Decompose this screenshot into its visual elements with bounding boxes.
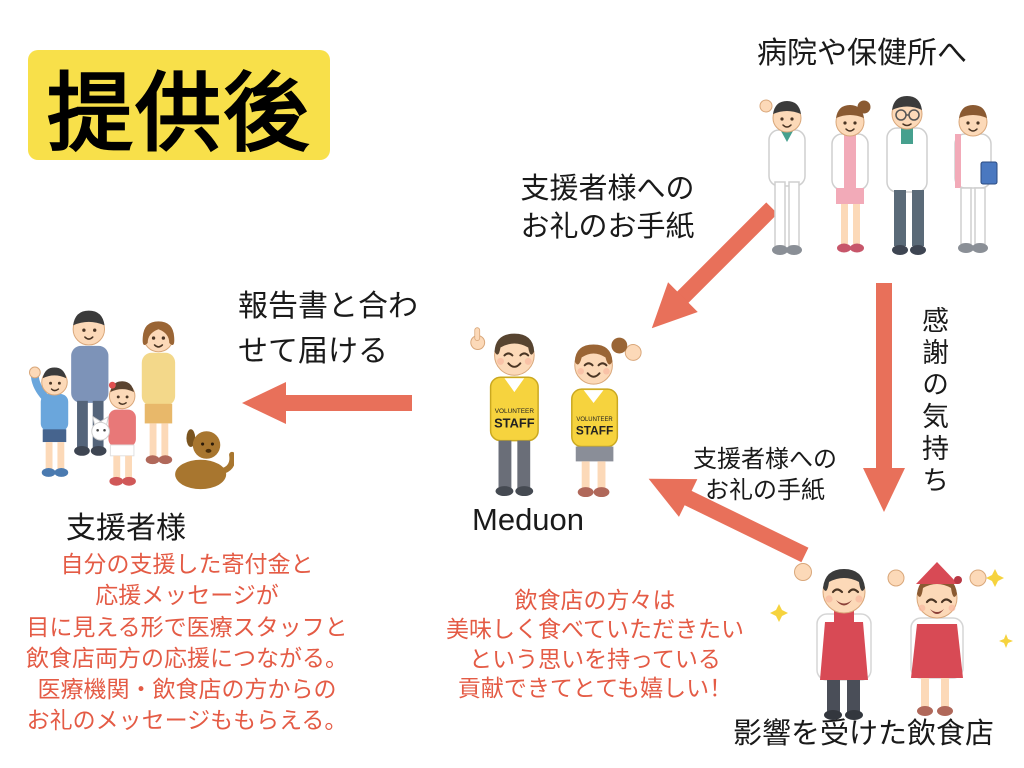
restaurant-staff-illustration [770,562,1013,720]
thanks-letter-right-label: 支援者様への お礼の手紙 [693,446,837,505]
vest-staff-text: STAFF [576,424,613,438]
gratitude-label: 感謝の気持ち [918,306,948,498]
nurse-with-book-figure [954,105,998,253]
vest-volunteer-text: VOLUNTEER [576,417,613,423]
arrow-hospital-to-meduon [636,192,787,343]
cat-figure [91,415,110,441]
volunteer-man-figure: VOLUNTEER STAFF [470,327,539,497]
arrow-hospital-to-restaurant [862,283,906,512]
medical-team-illustration [759,96,998,255]
thanks-letter-top-label: 支援者様への お礼のお手紙 [520,173,695,244]
girl-figure [91,381,136,486]
dog-figure [175,429,234,490]
title-box: 提供後 [28,50,330,162]
report-label: 報告書と合わ せて届ける [238,290,418,368]
vest-volunteer-text: VOLUNTEER [495,408,535,415]
restaurant-label: 影響を受けた飲食店 [733,718,995,750]
restaurant-man-figure [794,563,872,720]
vest-staff-text: STAFF [494,416,535,431]
arrow-meduon-to-supporters [242,381,412,425]
supporter-family-illustration [28,310,234,490]
meduon-label: Meduon [472,502,585,537]
nurse-male-figure [759,99,806,255]
supporters-label: 支援者様 [66,512,186,545]
boy-figure [28,366,69,477]
sparkle-icons [770,569,1013,648]
page-title: 提供後 [47,65,311,162]
doctor-figure [886,96,928,255]
nurse-female-figure [831,100,871,253]
hospital-label: 病院や保健所へ [757,37,967,70]
restaurant-woman-figure [887,562,987,716]
arrow-restaurant-to-meduon [639,459,815,575]
volunteer-woman-figure: VOLUNTEER STAFF [571,337,642,498]
mother-figure [141,321,176,465]
restaurant-feeling-note: 飲食店の方々は 美味しく食べていただきたい という思いを持っている 貢献できてと… [445,587,745,702]
supporter-benefit-note: 自分の支援した寄付金と 応援メッセージが 目に見える形で医療スタッフと 飲食店両… [26,551,348,734]
meduon-volunteers-illustration: VOLUNTEER STAFF VOLUNTEER STAFF [470,327,642,498]
